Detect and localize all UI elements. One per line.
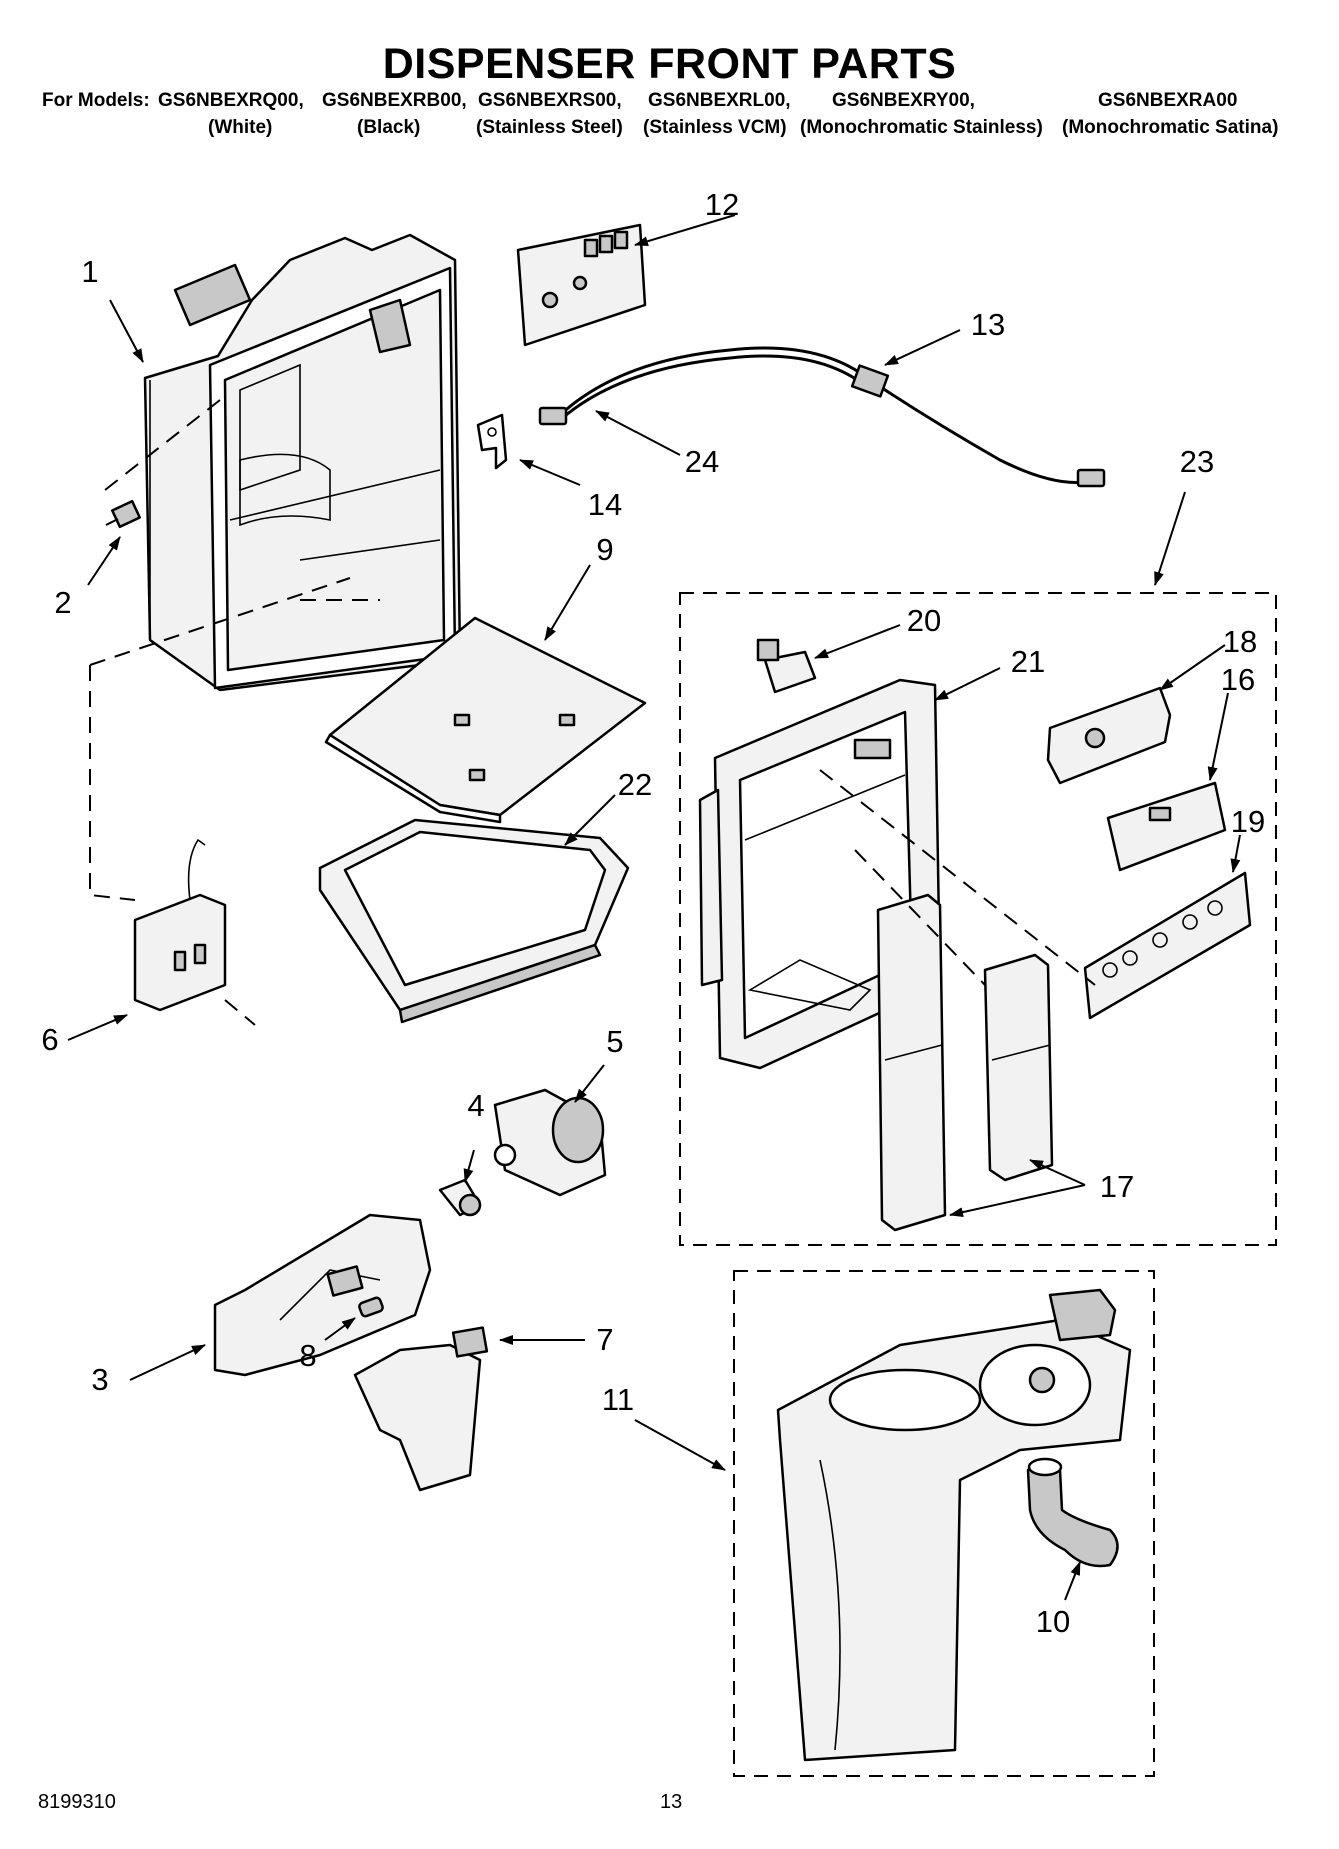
- callout-16: 16: [1221, 662, 1255, 697]
- callout-9: 9: [596, 532, 613, 567]
- callout-4: 4: [467, 1088, 484, 1123]
- callout-22: 22: [618, 767, 652, 802]
- model-finish-6: (Monochromatic Satina): [1062, 117, 1279, 138]
- callout-24: 24: [685, 444, 719, 479]
- model-finish-2: (Black): [357, 117, 421, 138]
- callout-12: 12: [705, 187, 739, 222]
- callout-leaders: [67, 214, 1241, 1601]
- callout-19: 19: [1231, 804, 1265, 839]
- part-3-bracket: [213, 1213, 432, 1377]
- part-22-drip-tray: [318, 818, 630, 1024]
- callout-17: 17: [1100, 1169, 1134, 1204]
- callout-3: 3: [91, 1362, 108, 1397]
- callout-8: 8: [299, 1338, 316, 1373]
- part-18-board: [1046, 686, 1172, 785]
- part-14-bracket: [476, 413, 508, 470]
- part-8-pin: [358, 1296, 384, 1318]
- model-code-3: GS6NBEXRS00,: [478, 90, 622, 111]
- callout-11: 11: [602, 1382, 634, 1417]
- part-11-chute-housing: [776, 1288, 1132, 1762]
- part-9-shelf: [324, 616, 647, 824]
- callout-18: 18: [1223, 624, 1257, 659]
- page-number: 13: [660, 1791, 683, 1813]
- part-6-switch: [133, 838, 227, 1012]
- models-prefix: For Models:: [42, 90, 150, 111]
- model-code-2: GS6NBEXRB00,: [322, 90, 467, 111]
- callout-13: 13: [971, 307, 1005, 342]
- callout-2: 2: [54, 585, 71, 620]
- document-number: 8199310: [38, 1791, 116, 1813]
- model-finish-1: (White): [208, 117, 273, 138]
- part-12-control-board: [516, 223, 647, 347]
- model-finish-5: (Monochromatic Stainless): [800, 117, 1043, 138]
- part-20-sensor: [756, 638, 817, 694]
- callout-10: 10: [1036, 1604, 1070, 1639]
- page-title: DISPENSER FRONT PARTS: [382, 40, 957, 88]
- callout-6: 6: [41, 1022, 58, 1057]
- part-10-elbow: [1026, 1457, 1119, 1568]
- part-4-coupler: [438, 1178, 482, 1217]
- callout-14: 14: [588, 487, 622, 522]
- part-1-housing: [143, 233, 462, 692]
- model-code-4: GS6NBEXRL00,: [648, 90, 791, 111]
- model-code-5: GS6NBEXRY00,: [832, 90, 975, 111]
- assembly-11-box: [733, 1270, 1155, 1777]
- callout-23: 23: [1180, 444, 1214, 479]
- part-17-paddles: [876, 893, 1054, 1232]
- part-2-screw: [105, 499, 142, 529]
- part-13-wire-harness: [538, 346, 1106, 488]
- model-finish-4: (Stainless VCM): [643, 117, 787, 138]
- callout-21: 21: [1011, 644, 1045, 679]
- callout-1: 1: [81, 254, 98, 289]
- callout-20: 20: [907, 603, 941, 638]
- part-16-circuit-board: [1106, 781, 1227, 872]
- model-finish-3: (Stainless Steel): [476, 117, 623, 138]
- part-5-motor: [493, 1088, 607, 1197]
- model-code-6: GS6NBEXRA00: [1098, 90, 1238, 111]
- callout-7: 7: [596, 1322, 613, 1357]
- callout-5: 5: [606, 1024, 623, 1059]
- part-19-control-panel: [1083, 871, 1252, 1020]
- part-7-actuator: [353, 1326, 489, 1492]
- model-code-1: GS6NBEXRQ00,: [158, 90, 304, 111]
- assembly-23-box: [679, 592, 1277, 1246]
